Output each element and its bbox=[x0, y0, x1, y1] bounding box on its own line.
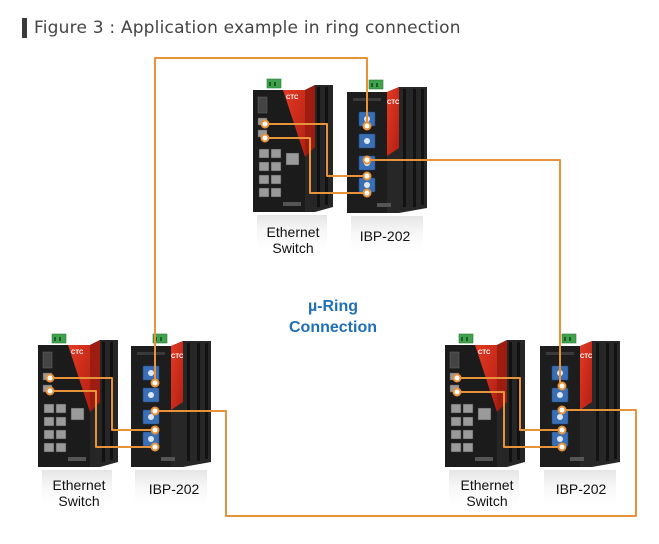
port-marker bbox=[362, 121, 372, 131]
port-marker bbox=[452, 387, 462, 397]
switch-label-left-line2: Switch bbox=[58, 493, 99, 509]
port-marker bbox=[557, 405, 567, 415]
ring-cable-top-to-right bbox=[366, 159, 561, 387]
cable-end-markers bbox=[45, 119, 567, 452]
port-marker bbox=[260, 133, 270, 143]
port-marker bbox=[362, 155, 372, 165]
switch-label-top-line2: Switch bbox=[272, 240, 313, 256]
figure-caption: Figure 3 : Application example in ring c… bbox=[22, 15, 461, 41]
ring-label-line1: µ-Ring bbox=[308, 298, 358, 315]
switch-label-left-line1: Ethernet bbox=[53, 477, 106, 493]
port-marker bbox=[557, 381, 567, 391]
switch-label-right-line2: Switch bbox=[466, 493, 507, 509]
port-marker bbox=[557, 425, 567, 435]
converter-label-top: IBP-202 bbox=[360, 228, 411, 244]
ring-label-line2: Connection bbox=[289, 319, 377, 336]
left-link-2 bbox=[49, 390, 156, 448]
port-marker bbox=[150, 425, 160, 435]
port-marker bbox=[45, 373, 55, 383]
caption-text: Figure 3 : Application example in ring c… bbox=[34, 18, 461, 38]
right-link-2 bbox=[456, 391, 563, 448]
ring-cable-left-to-right bbox=[154, 409, 637, 517]
right-link-1 bbox=[456, 377, 563, 431]
fiber-cables bbox=[49, 57, 637, 517]
port-marker bbox=[150, 378, 160, 388]
port-marker bbox=[557, 442, 567, 452]
port-marker bbox=[452, 373, 462, 383]
port-marker bbox=[362, 188, 372, 198]
top-link-2 bbox=[264, 137, 368, 194]
port-marker bbox=[45, 386, 55, 396]
converter-label-right: IBP-202 bbox=[556, 481, 607, 497]
ring-cable-left-to-top bbox=[154, 57, 368, 384]
port-marker bbox=[150, 406, 160, 416]
port-marker bbox=[150, 442, 160, 452]
switch-label-right-line1: Ethernet bbox=[461, 477, 514, 493]
switch-label-top-line1: Ethernet bbox=[267, 224, 320, 240]
port-marker bbox=[362, 171, 372, 181]
caption-bar bbox=[22, 18, 27, 38]
top-link-1 bbox=[264, 123, 368, 177]
converter-label-left: IBP-202 bbox=[149, 481, 200, 497]
left-link-1 bbox=[49, 377, 156, 431]
port-marker bbox=[260, 119, 270, 129]
